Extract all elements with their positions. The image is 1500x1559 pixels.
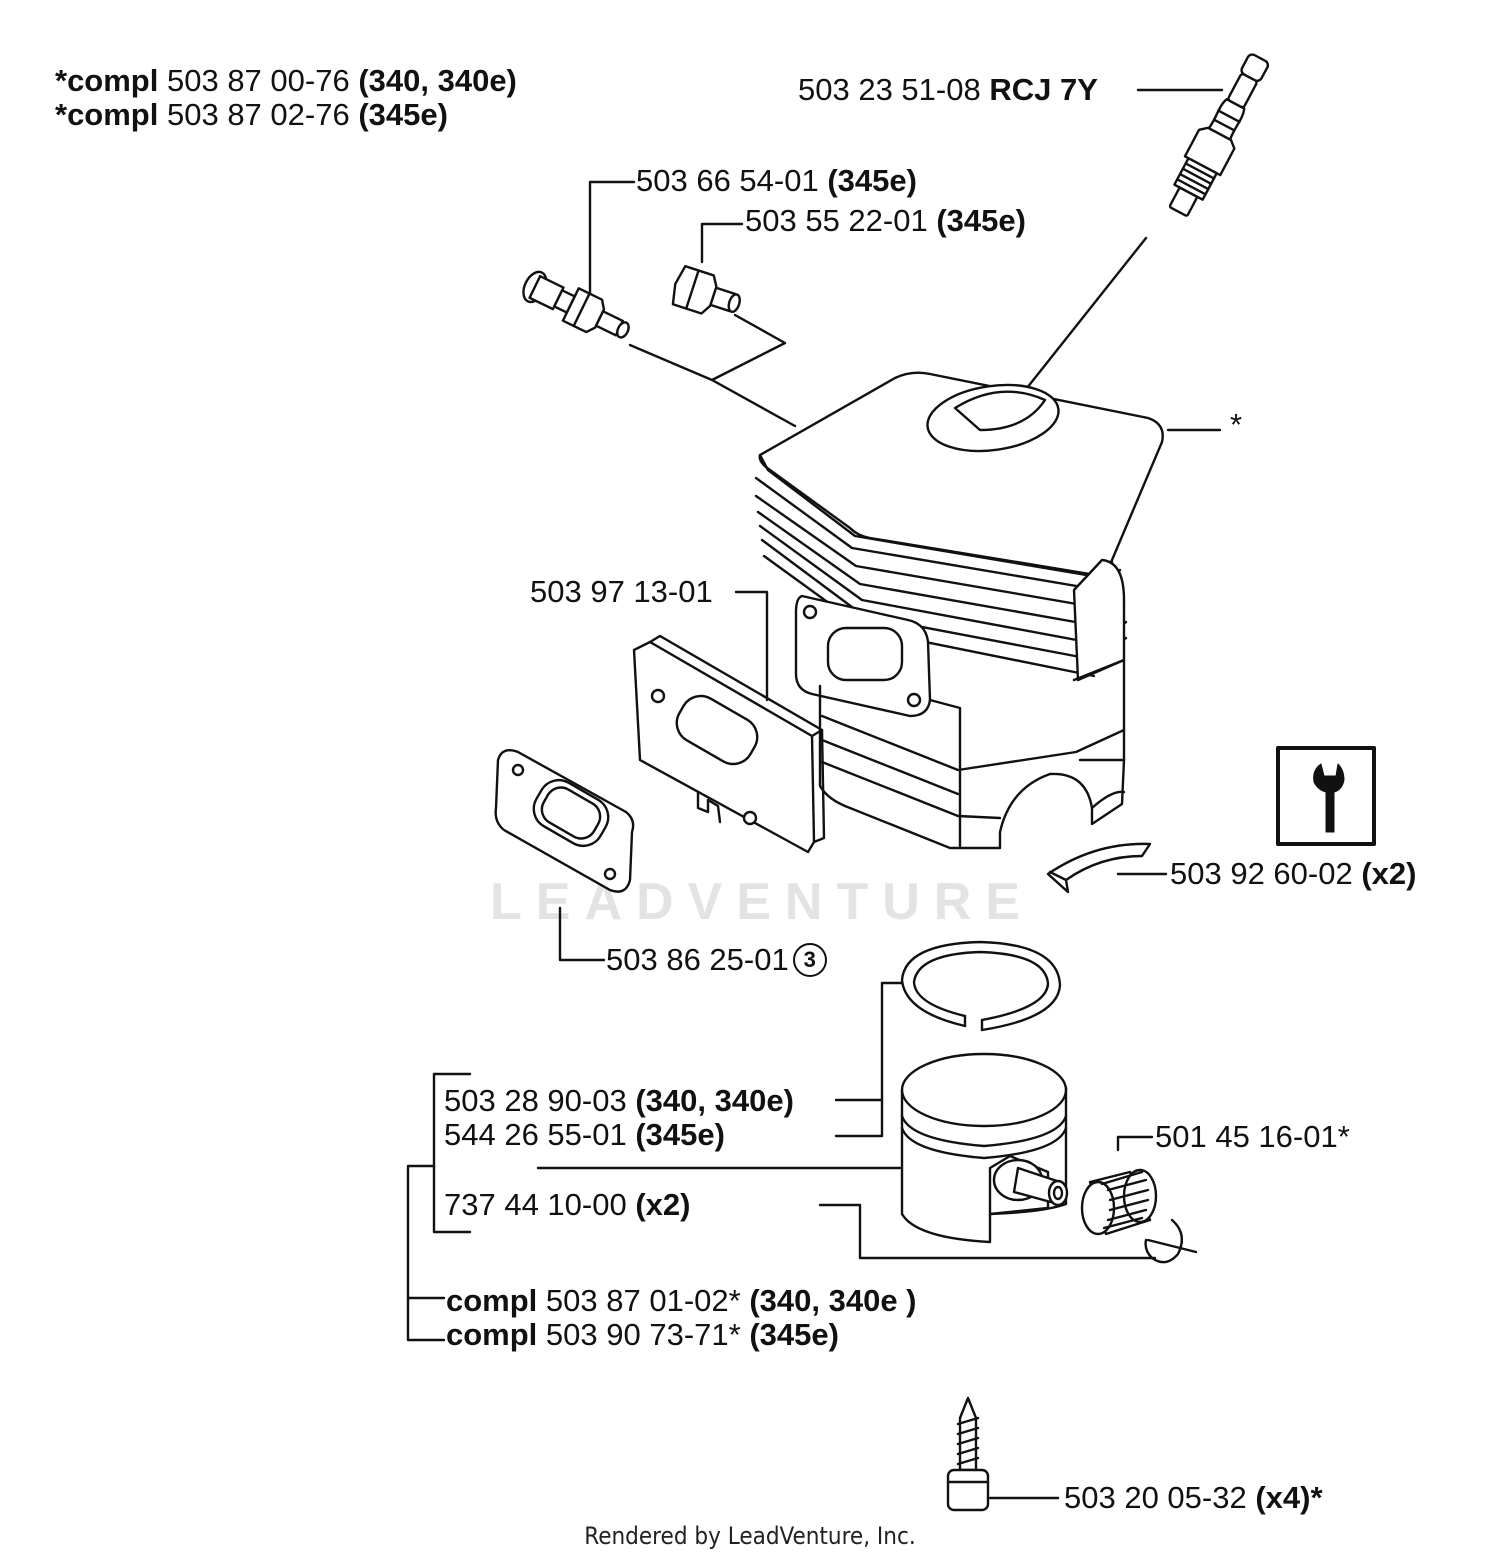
- part-prefix: compl: [446, 1317, 538, 1352]
- part-note: (340, 340e ): [749, 1283, 917, 1318]
- part-number: 503 20 05-32: [1064, 1480, 1247, 1515]
- part-note: (345e): [936, 203, 1026, 238]
- plug-screw-icon: [671, 264, 741, 315]
- header-line-2: *compl 503 87 02-76 (345e): [55, 98, 448, 132]
- part-note: (x2): [635, 1187, 691, 1222]
- header-line-1: *compl 503 87 00-76 (340, 340e): [55, 64, 517, 98]
- needle-bearing-icon: [1080, 1168, 1158, 1236]
- reference-badge: 3: [792, 943, 827, 977]
- header-prefix: *compl: [55, 63, 159, 98]
- label-circlip[interactable]: 737 44 10-00 (x2): [444, 1188, 690, 1222]
- part-note: (345e): [827, 163, 917, 198]
- gasket-icon: [494, 749, 635, 893]
- part-note: (340, 340e): [635, 1083, 794, 1118]
- spark-plug-icon: [1168, 53, 1270, 217]
- label-bearing[interactable]: 501 45 16-01*: [1155, 1120, 1350, 1154]
- decomp-valve-icon: [522, 270, 630, 339]
- label-cylinder[interactable]: *: [1230, 408, 1242, 442]
- part-number: 737 44 10-00: [444, 1187, 627, 1222]
- part-number: *: [1230, 407, 1243, 442]
- leader-lines: [406, 88, 1224, 1500]
- part-note: (x4)*: [1255, 1480, 1323, 1515]
- header-models: (345e): [358, 97, 448, 132]
- heat-shield-icon: [632, 634, 826, 854]
- label-heat-shield[interactable]: 503 97 13-01: [530, 575, 713, 609]
- label-piston-345[interactable]: 544 26 55-01 (345e): [444, 1118, 725, 1152]
- part-number: 544 26 55-01: [444, 1117, 627, 1152]
- part-number: 501 45 16-01*: [1155, 1119, 1350, 1154]
- label-screw[interactable]: 503 20 05-32 (x4)*: [1064, 1481, 1323, 1515]
- part-prefix: compl: [446, 1283, 538, 1318]
- label-plug-screw[interactable]: 503 55 22-01 (345e): [745, 204, 1026, 238]
- label-compl-340[interactable]: compl 503 87 01-02* (340, 340e ): [446, 1284, 917, 1318]
- part-number: 503 90 73-71*: [545, 1317, 741, 1352]
- cylinder-icon: [754, 371, 1164, 850]
- piston-ring-icon: [900, 940, 1062, 1032]
- label-decomp-valve[interactable]: 503 66 54-01 (345e): [636, 164, 917, 198]
- part-number: 503 28 90-03: [444, 1083, 627, 1118]
- part-number: 503 23 51-08: [798, 72, 981, 107]
- label-piston-340[interactable]: 503 28 90-03 (340, 340e): [444, 1084, 794, 1118]
- part-note: RCJ 7Y: [989, 72, 1098, 107]
- part-note: (x2): [1361, 856, 1417, 891]
- part-note: (345e): [749, 1317, 839, 1352]
- header-models: (340, 340e): [358, 63, 517, 98]
- header-number: 503 87 00-76: [166, 63, 350, 98]
- label-transfer-cover[interactable]: 503 92 60-02 (x2): [1170, 857, 1416, 891]
- part-number: 503 66 54-01: [636, 163, 819, 198]
- label-compl-345[interactable]: compl 503 90 73-71* (345e): [446, 1318, 839, 1352]
- label-spark-plug[interactable]: 503 23 51-08 RCJ 7Y: [798, 73, 1098, 107]
- part-number: 503 92 60-02: [1170, 856, 1353, 891]
- header-number: 503 87 02-76: [166, 97, 350, 132]
- part-note: (345e): [635, 1117, 725, 1152]
- piston-icon: [900, 1052, 1069, 1244]
- wrench-info-icon: [1276, 746, 1376, 846]
- header-prefix: *compl: [55, 97, 159, 132]
- transfer-cover-icon: [1046, 842, 1152, 894]
- part-number: 503 87 01-02*: [545, 1283, 741, 1318]
- part-number: 503 86 25-01: [606, 942, 789, 977]
- circlip-icon: [1144, 1218, 1198, 1264]
- screw-icon: [946, 1396, 990, 1512]
- part-number: 503 55 22-01: [745, 203, 928, 238]
- footer-credit: Rendered by LeadVenture, Inc.: [584, 1522, 916, 1550]
- part-number: 503 97 13-01: [530, 574, 713, 609]
- watermark: LEADVENTURE: [490, 873, 1035, 931]
